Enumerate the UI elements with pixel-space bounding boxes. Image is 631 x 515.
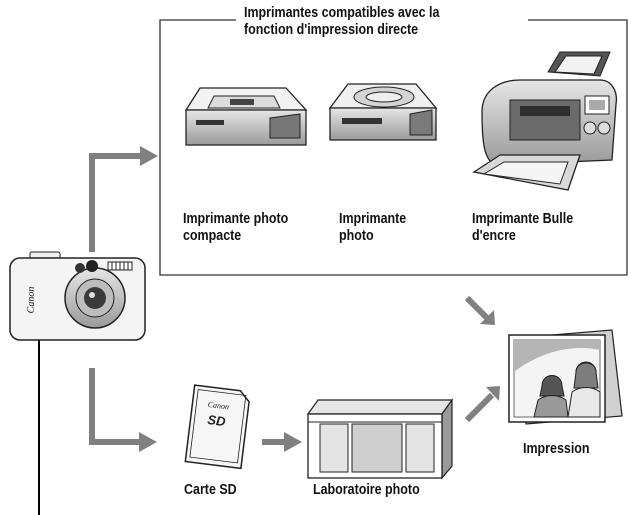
compact-photo-printer-icon	[184, 87, 308, 146]
digital-camera-icon: Canon	[9, 251, 146, 341]
photo-lab-building-icon	[306, 398, 454, 480]
sd-card-brand-text: Canon	[207, 400, 229, 412]
arrow-lab-to-print	[464, 392, 495, 423]
arrow-head-sd	[139, 432, 157, 452]
arrow-head-lab	[284, 432, 302, 452]
output-print-label: Impression	[523, 441, 590, 457]
bubble-jet-printer-label: Imprimante Bulle d'encre	[472, 211, 574, 244]
photo-lab-label: Laboratoire photo	[313, 482, 420, 498]
printers-box-frame	[159, 19, 628, 276]
arrow-head-printers	[140, 146, 158, 166]
photo-printer-icon	[328, 83, 438, 141]
compact-photo-printer-label: Imprimante photo compacte	[183, 211, 289, 244]
arrow-head-print-printers	[480, 310, 495, 325]
printed-photo-icon	[508, 329, 623, 425]
sd-card-label: Carte SD	[184, 482, 237, 498]
arrow-head-print-lab	[486, 386, 500, 401]
arrow-printers-to-print	[464, 295, 490, 321]
printers-box-heading: Imprimantes compatibles avec la fonction…	[244, 5, 440, 38]
photo-printer-label: Imprimante photo	[339, 211, 407, 244]
arrow-camera-to-printers	[89, 153, 143, 252]
sd-card-icon: Canon SD	[184, 384, 250, 470]
camera-brand-text: Canon	[26, 287, 37, 314]
arrow-camera-to-sd	[89, 368, 142, 445]
sd-card-logo-text: SD	[207, 412, 227, 429]
bubble-jet-printer-icon	[472, 51, 618, 191]
